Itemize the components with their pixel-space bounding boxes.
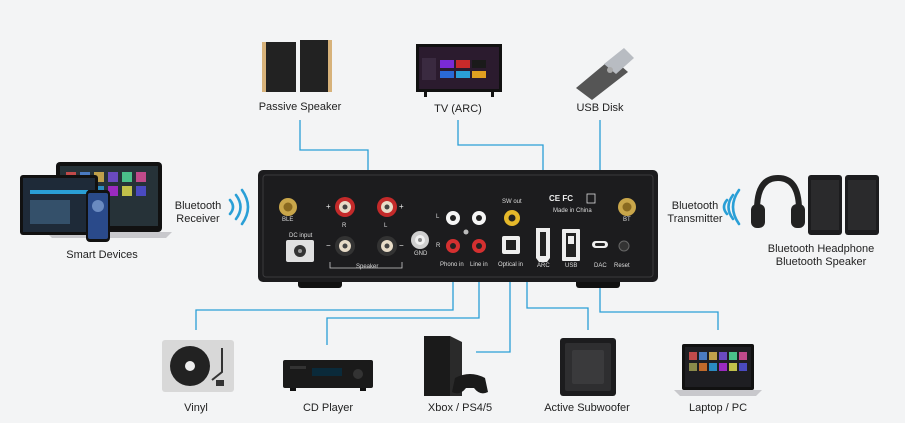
bluetooth-transmitter-label: Bluetooth Transmitter [660,200,730,226]
active-subwoofer-icon [560,338,616,396]
bt-antenna-connector [618,198,636,216]
bluetooth-receiver-label-line2: Receiver [176,213,220,225]
game-console-icon [424,336,488,396]
dac-label: DAC [594,263,607,269]
usb-label: USB [565,263,578,269]
speaker-plus-left: + [326,202,331,211]
rca-l-label: L [436,214,440,220]
arc-label: ARC [537,263,550,269]
optical-in-label: Optical in [498,262,524,268]
optical-in-port [502,236,520,254]
sw-out-label: SW out [502,199,522,205]
bluetooth-headphone-label-line2: Bluetooth Speaker [775,256,867,268]
cd-player-label: CD Player [302,402,354,414]
gnd-label: GND [414,251,428,257]
cd-player-icon [283,360,373,391]
usb-disk-label: USB Disk [576,102,624,114]
bluetooth-headphone-label: Bluetooth Headphone Bluetooth Speaker [758,243,884,269]
sw-out-jack [504,210,520,226]
reset-label: Reset [614,263,630,269]
gnd-terminal [411,231,429,249]
bluetooth-receiver-label-line1: Bluetooth [174,200,222,212]
bluetooth-transmitter-waves-icon [722,188,741,226]
subwoofer-label: Active Subwoofer [544,402,630,414]
bluetooth-headphone-label-line1: Bluetooth Headphone [767,243,875,255]
bluetooth-headphone-speaker-icon [751,174,879,235]
phono-line-rca-inputs [446,211,486,253]
laptop-icon [674,344,762,396]
arc-hdmi-port [536,228,550,262]
passive-speaker-label: Passive Speaker [258,101,342,113]
phono-in-label: Phono in [440,262,464,268]
smart-devices-icon [20,162,172,242]
ble-antenna-connector [279,198,297,216]
usb-port [562,229,580,261]
line-xbox [476,258,511,353]
bt-label: BT [623,217,631,223]
usb-disk-icon [576,48,634,100]
xbox-label: Xbox / PS4/5 [427,402,493,414]
certification-marks: CE FC [549,194,573,203]
tv-label: TV (ARC) [434,103,482,115]
smart-devices-label: Smart Devices [66,249,138,261]
line-vinyl [195,268,454,330]
ble-label: BLE [282,217,294,223]
vinyl-label: Vinyl [184,402,208,414]
bluetooth-transmitter-label-line1: Bluetooth [671,200,719,212]
bluetooth-receiver-label: Bluetooth Receiver [168,200,228,226]
speaker-r-label: R [342,223,347,229]
dc-input-label: DC input [289,233,313,239]
speaker-terminals [329,197,403,269]
rca-r-label: R [436,243,441,249]
laptop-label: Laptop / PC [688,402,748,414]
amplifier-back-panel [258,170,658,288]
vinyl-turntable-icon [162,340,234,392]
weee-icon [586,193,596,204]
reset-button [618,240,630,252]
line-cd-player [326,268,480,345]
bluetooth-transmitter-label-line2: Transmitter [667,213,723,225]
speaker-plus-right: + [399,202,404,211]
speaker-minus-left: − [326,241,331,250]
line-in-label: Line in [470,262,488,268]
made-in-label: Made in China [553,208,592,214]
speaker-minus-right: − [399,241,404,250]
tv-icon [416,44,502,97]
speaker-l-label: L [384,223,388,229]
speaker-label: Speaker [356,264,379,270]
dc-input-jack [286,240,314,262]
bluetooth-receiver-waves-icon [228,188,250,226]
passive-speaker-icon [262,40,332,92]
dac-usbc-port [592,241,608,248]
